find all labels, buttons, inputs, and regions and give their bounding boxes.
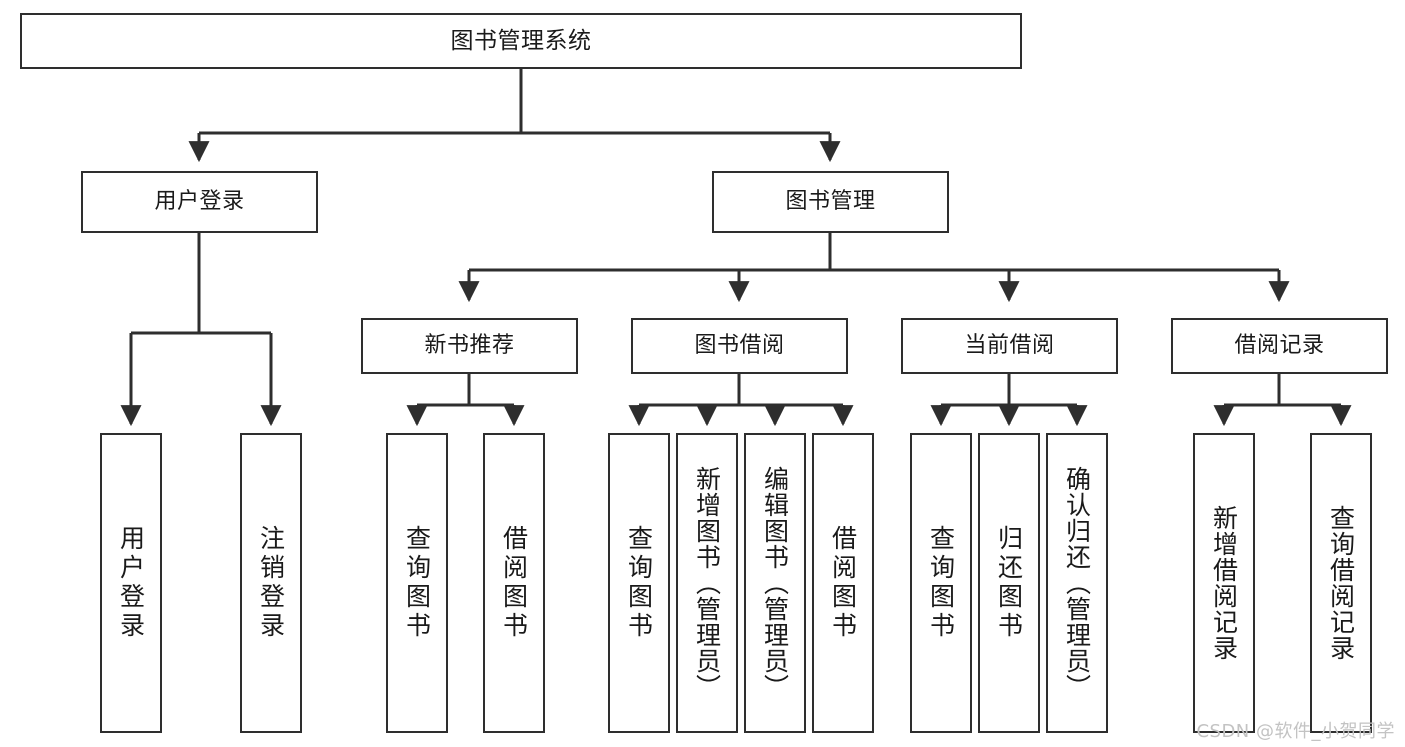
leaf-record-add-record[interactable]: 新增借阅记录: [1193, 433, 1255, 733]
node-label: 借阅图书: [499, 525, 529, 641]
node-label: 注销登录: [256, 525, 286, 641]
node-label: 借阅图书: [828, 525, 858, 641]
node-user-login[interactable]: 用户登录: [81, 171, 318, 233]
node-label: 编辑图书（管理员）: [760, 466, 790, 700]
node-label: 查询借阅记录: [1326, 505, 1356, 661]
leaf-recommend-query-book[interactable]: 查询图书: [386, 433, 448, 733]
leaf-current-query-book[interactable]: 查询图书: [910, 433, 972, 733]
node-label: 借阅记录: [1234, 333, 1325, 359]
leaf-borrow-add-book-admin[interactable]: 新增图书（管理员）: [676, 433, 738, 733]
node-new-book-recommend[interactable]: 新书推荐: [361, 318, 578, 374]
node-label: 查询图书: [926, 525, 956, 641]
node-book-borrow[interactable]: 图书借阅: [631, 318, 848, 374]
node-book-management[interactable]: 图书管理: [712, 171, 949, 233]
node-label: 图书管理: [785, 189, 876, 215]
leaf-user-login-signin[interactable]: 用户登录: [100, 433, 162, 733]
node-borrow-record[interactable]: 借阅记录: [1171, 318, 1388, 374]
leaf-record-query-record[interactable]: 查询借阅记录: [1310, 433, 1372, 733]
leaf-recommend-borrow-book[interactable]: 借阅图书: [483, 433, 545, 733]
leaf-borrow-edit-book-admin[interactable]: 编辑图书（管理员）: [744, 433, 806, 733]
node-label: 新增借阅记录: [1209, 505, 1239, 661]
node-label: 查询图书: [624, 525, 654, 641]
node-current-borrow[interactable]: 当前借阅: [901, 318, 1118, 374]
leaf-user-login-signout[interactable]: 注销登录: [240, 433, 302, 733]
node-label: 当前借阅: [964, 333, 1055, 359]
node-label: 图书借阅: [694, 333, 785, 359]
leaf-borrow-query-book[interactable]: 查询图书: [608, 433, 670, 733]
leaf-current-return-book[interactable]: 归还图书: [978, 433, 1040, 733]
node-label: 用户登录: [154, 189, 245, 215]
node-label: 新增图书（管理员）: [692, 466, 722, 700]
leaf-borrow-borrow-book[interactable]: 借阅图书: [812, 433, 874, 733]
node-label: 确认归还（管理员）: [1062, 466, 1092, 700]
node-label: 归还图书: [994, 525, 1024, 641]
leaf-current-confirm-return-admin[interactable]: 确认归还（管理员）: [1046, 433, 1108, 733]
watermark-text: CSDN @软件_小贺同学: [1196, 721, 1395, 742]
node-label: 新书推荐: [424, 333, 515, 359]
node-label: 图书管理系统: [450, 27, 592, 54]
node-label: 用户登录: [116, 525, 146, 641]
node-label: 查询图书: [402, 525, 432, 641]
node-root-system[interactable]: 图书管理系统: [20, 13, 1022, 69]
